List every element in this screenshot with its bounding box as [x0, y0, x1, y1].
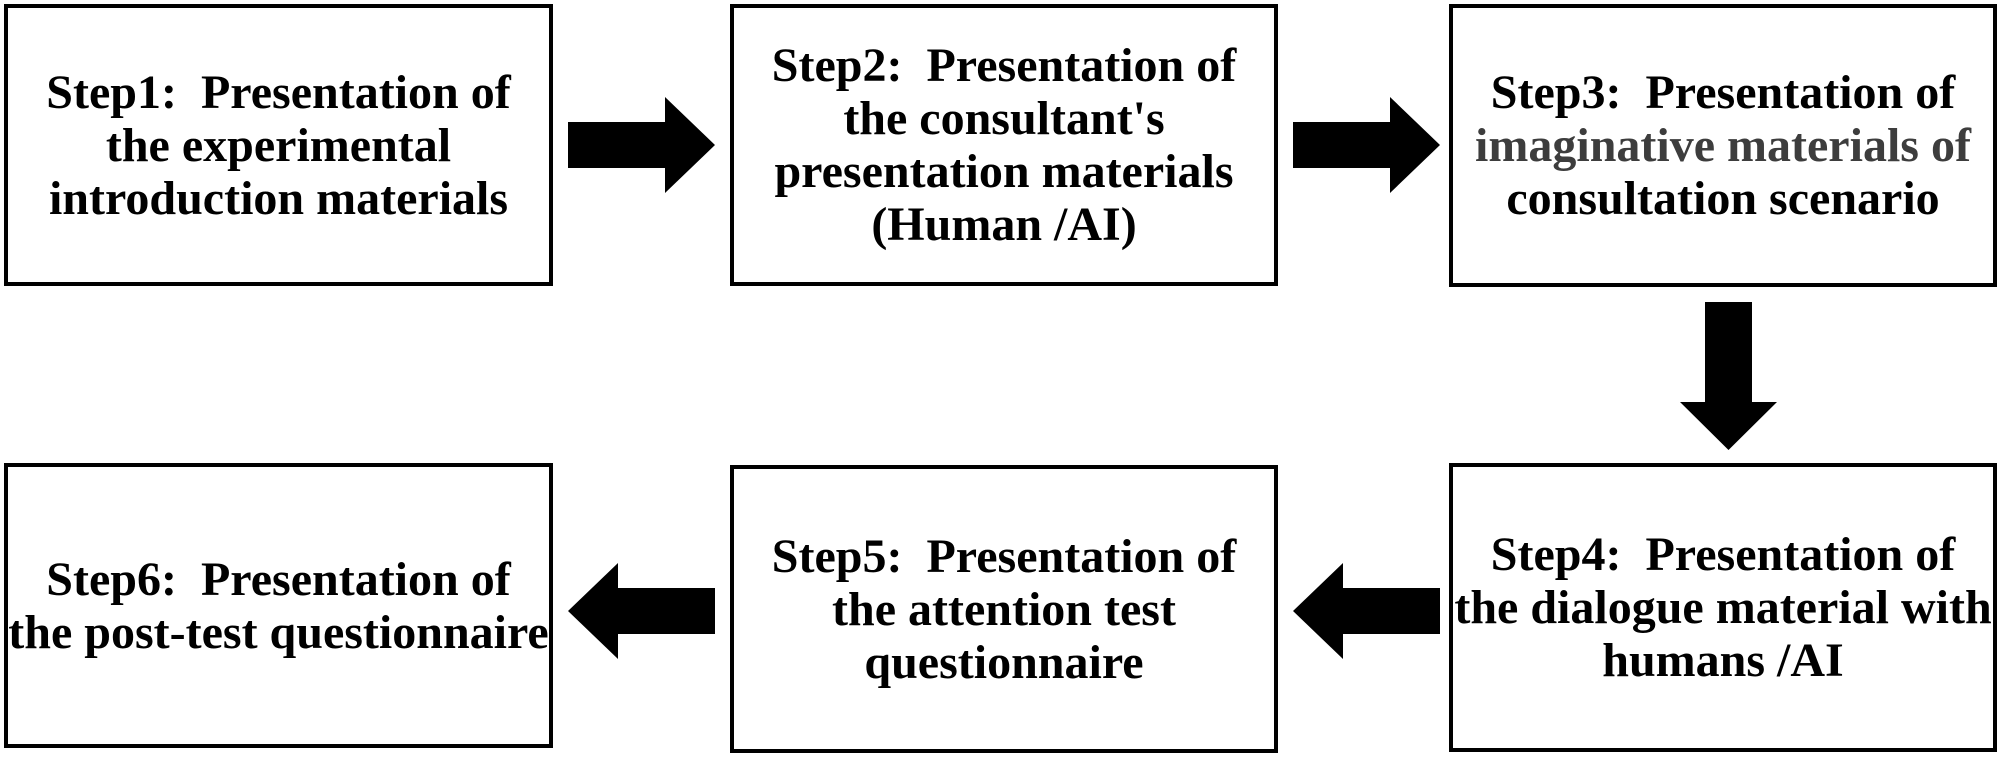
step2-line-2: the consultant's	[843, 92, 1165, 145]
step5-line-1: Step5: Presentation of	[771, 529, 1237, 583]
step4-line-3: humans /AI	[1602, 634, 1844, 687]
step4-line-1: Step4: Presentation of	[1490, 528, 1956, 581]
step4-line-2: the dialogue material with	[1454, 581, 1992, 634]
step1-line-3: introduction materials	[48, 171, 509, 225]
flow-arrow-step4-to-step5	[1293, 563, 1440, 659]
step2-line-3: presentation materials	[774, 145, 1234, 198]
step1-line-2: the experimental	[105, 118, 452, 172]
flow-box-step5: Step5: Presentation of the attention tes…	[730, 465, 1278, 753]
step1-line-1: Step1: Presentation of	[46, 65, 511, 119]
flow-arrow-step5-to-step6	[568, 563, 715, 659]
flow-box-step1: Step1: Presentation of the experimental …	[4, 4, 553, 286]
flow-arrow-step2-to-step3	[1293, 97, 1440, 193]
step5-line-3: questionnaire	[864, 635, 1144, 689]
step3-line-2: imaginative materials of	[1475, 119, 1971, 172]
step6-line-2: the post-test questionnaire	[8, 605, 549, 659]
step6-line-1: Step6: Presentation of	[46, 552, 511, 606]
flow-arrow-step3-to-step4	[1680, 302, 1777, 450]
right-arrow-icon	[568, 97, 715, 193]
flow-arrow-step1-to-step2	[568, 97, 715, 193]
step2-line-1: Step2: Presentation of	[771, 39, 1237, 92]
left-arrow-icon	[1293, 563, 1440, 659]
flow-box-step3: Step3: Presentation of imaginative mater…	[1449, 4, 1997, 287]
right-arrow-icon	[1293, 97, 1440, 193]
flow-box-step4: Step4: Presentation of the dialogue mate…	[1449, 463, 1997, 752]
left-arrow-icon	[568, 563, 715, 659]
down-arrow-icon	[1680, 302, 1777, 450]
step2-line-4: (Human /AI)	[871, 198, 1137, 251]
step3-line-3: consultation scenario	[1506, 172, 1940, 225]
step3-line-1: Step3: Presentation of	[1490, 66, 1956, 119]
flow-box-step6: Step6: Presentation of the post-test que…	[4, 463, 553, 748]
flow-box-step2: Step2: Presentation of the consultant's …	[730, 4, 1278, 286]
step5-line-2: the attention test	[832, 582, 1176, 636]
